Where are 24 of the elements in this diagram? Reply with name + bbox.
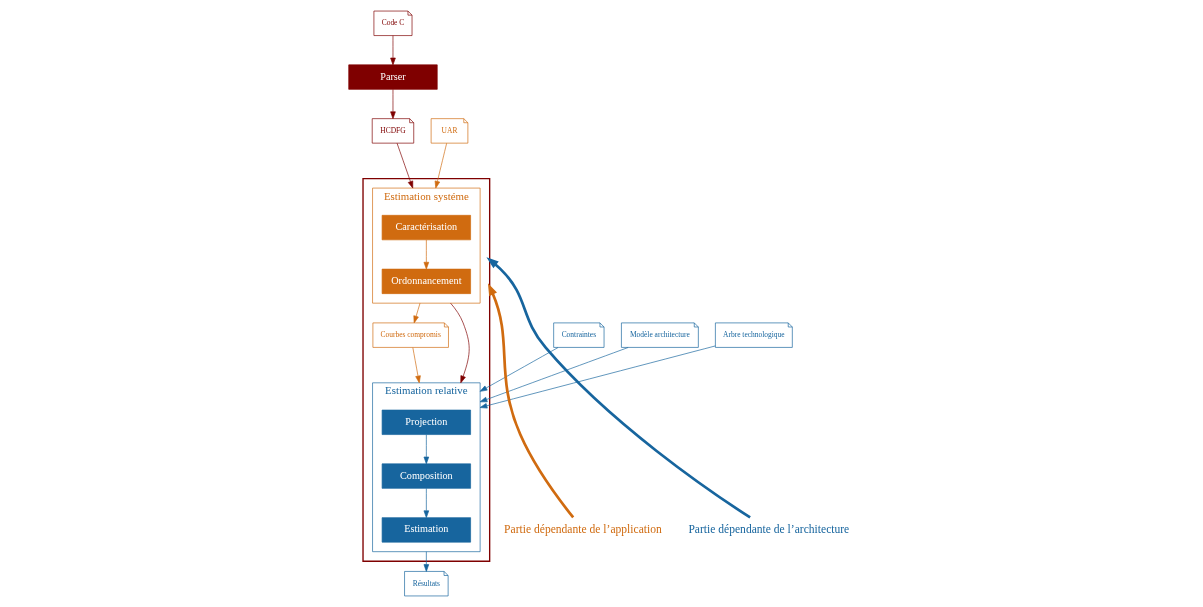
arrow — [390, 89, 396, 119]
arrow — [413, 302, 421, 324]
node-box: Composition — [381, 463, 471, 489]
node-box: Projection — [381, 409, 471, 435]
node-box: Estimation — [381, 517, 471, 543]
arrow — [390, 35, 396, 66]
node-box: Caractérisation — [381, 215, 471, 241]
arrow — [487, 283, 575, 519]
arrow — [434, 142, 447, 189]
arrow — [486, 257, 751, 519]
arrow — [479, 347, 559, 392]
node-box: Parser — [348, 64, 438, 90]
arrow — [396, 142, 414, 189]
arrow — [423, 434, 430, 465]
arrow — [423, 239, 430, 270]
node-box: Ordonnancement — [381, 268, 471, 294]
arrow — [479, 347, 629, 403]
arrow — [479, 345, 716, 409]
node-text: Partie dépendante de l’application — [504, 522, 662, 536]
node-text: Partie dépendante de l’architecture — [688, 522, 850, 536]
arrow — [450, 302, 470, 384]
arrow — [423, 488, 430, 518]
arrow — [423, 551, 430, 572]
arrow — [412, 347, 421, 384]
